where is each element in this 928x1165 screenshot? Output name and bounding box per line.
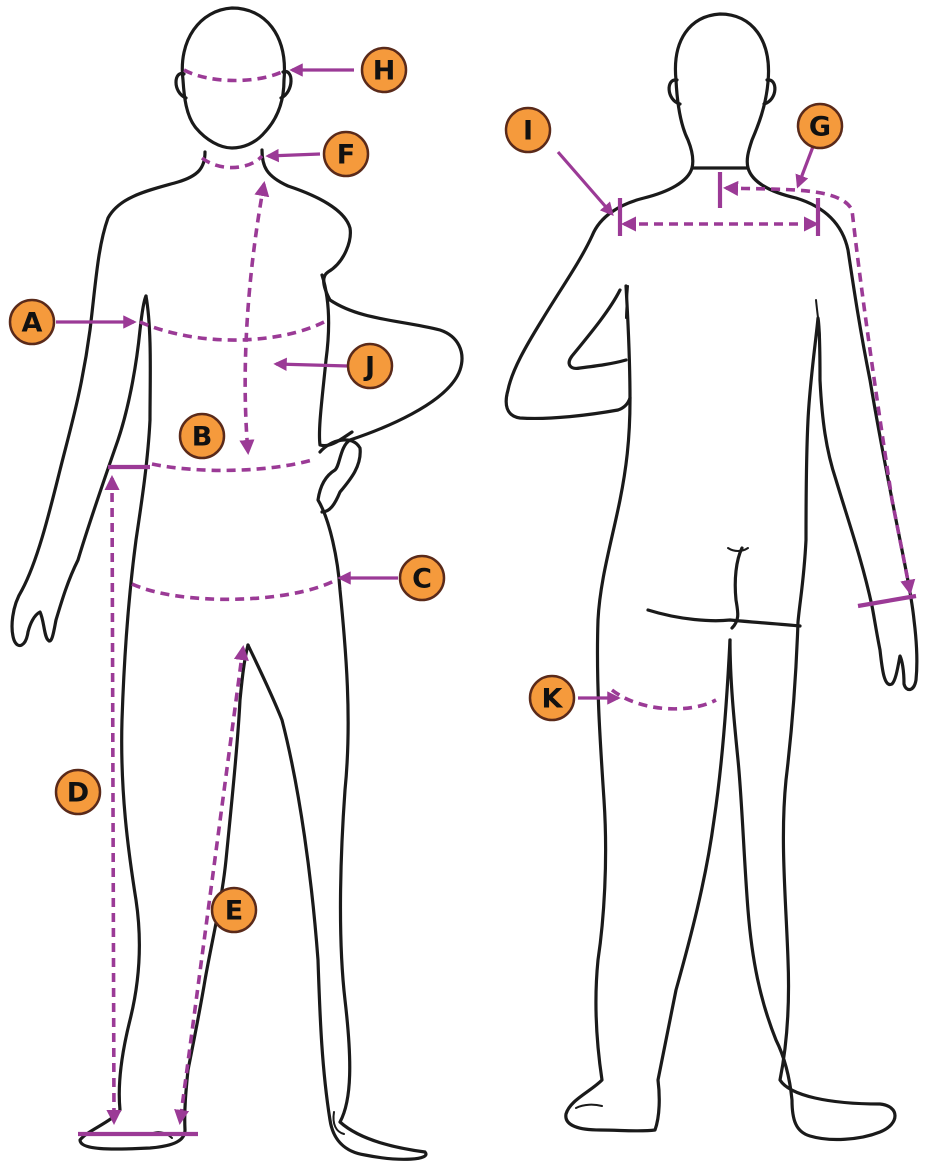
inseam-line <box>180 648 243 1122</box>
waist-circumference-line <box>152 460 312 470</box>
badge-c-label: C <box>412 564 432 595</box>
hip-circumference-line <box>132 580 336 599</box>
front-body-outline-right <box>248 150 462 1159</box>
badge-j-label: J <box>363 352 375 383</box>
badge-b: B <box>180 414 224 458</box>
badge-f-label: F <box>337 140 355 171</box>
front-body-outline-left <box>12 152 205 646</box>
badge-i: I <box>506 108 550 152</box>
badge-d: D <box>56 770 100 814</box>
back-foot-detail <box>576 1105 602 1108</box>
badge-a-label: A <box>22 308 43 339</box>
badge-h-label: H <box>373 56 396 87</box>
front-right-arm-inner <box>319 275 352 446</box>
measurement-lines <box>78 70 916 1134</box>
front-figure <box>12 8 462 1159</box>
pointer-i <box>558 152 612 214</box>
back-left-torso <box>566 286 730 1131</box>
badge-h: H <box>362 48 406 92</box>
back-buttocks <box>648 610 800 626</box>
badge-e-label: E <box>225 896 243 927</box>
badge-f: F <box>324 132 368 176</box>
badge-k: K <box>530 676 574 720</box>
wrist-line <box>858 596 916 606</box>
badge-d-label: D <box>67 778 89 809</box>
badge-g-label: G <box>809 112 831 143</box>
back-head-outline <box>675 14 768 168</box>
badge-c: C <box>400 556 444 600</box>
badge-g: G <box>798 104 842 148</box>
front-head-outline <box>182 8 284 148</box>
badge-k-label: K <box>542 684 564 715</box>
badge-i-label: I <box>523 116 533 147</box>
neck-circumference-line <box>202 156 262 168</box>
badge-e: E <box>212 888 256 932</box>
pointer-j <box>276 364 348 366</box>
torso-length-line <box>245 184 264 452</box>
sleeve-length-line <box>726 188 910 592</box>
pointer-g <box>798 144 814 186</box>
back-figure <box>506 14 917 1139</box>
chest-circumference-line <box>140 322 324 340</box>
badge-b-label: B <box>192 422 213 453</box>
front-left-torso-side <box>80 296 248 1149</box>
outseam-line <box>112 478 114 1122</box>
badge-j: J <box>348 344 392 388</box>
back-lower-back-mark <box>728 548 748 551</box>
back-buttocks-cleft <box>732 548 742 628</box>
pointer-arrows <box>56 70 814 698</box>
badge-a: A <box>10 300 54 344</box>
thigh-circumference-line <box>612 690 716 709</box>
pointer-f <box>268 154 320 156</box>
back-left-arm-inner <box>569 290 626 368</box>
back-body-outline-left <box>506 168 692 418</box>
head-circumference-line <box>184 70 286 81</box>
back-body-outline-right <box>730 168 917 1139</box>
